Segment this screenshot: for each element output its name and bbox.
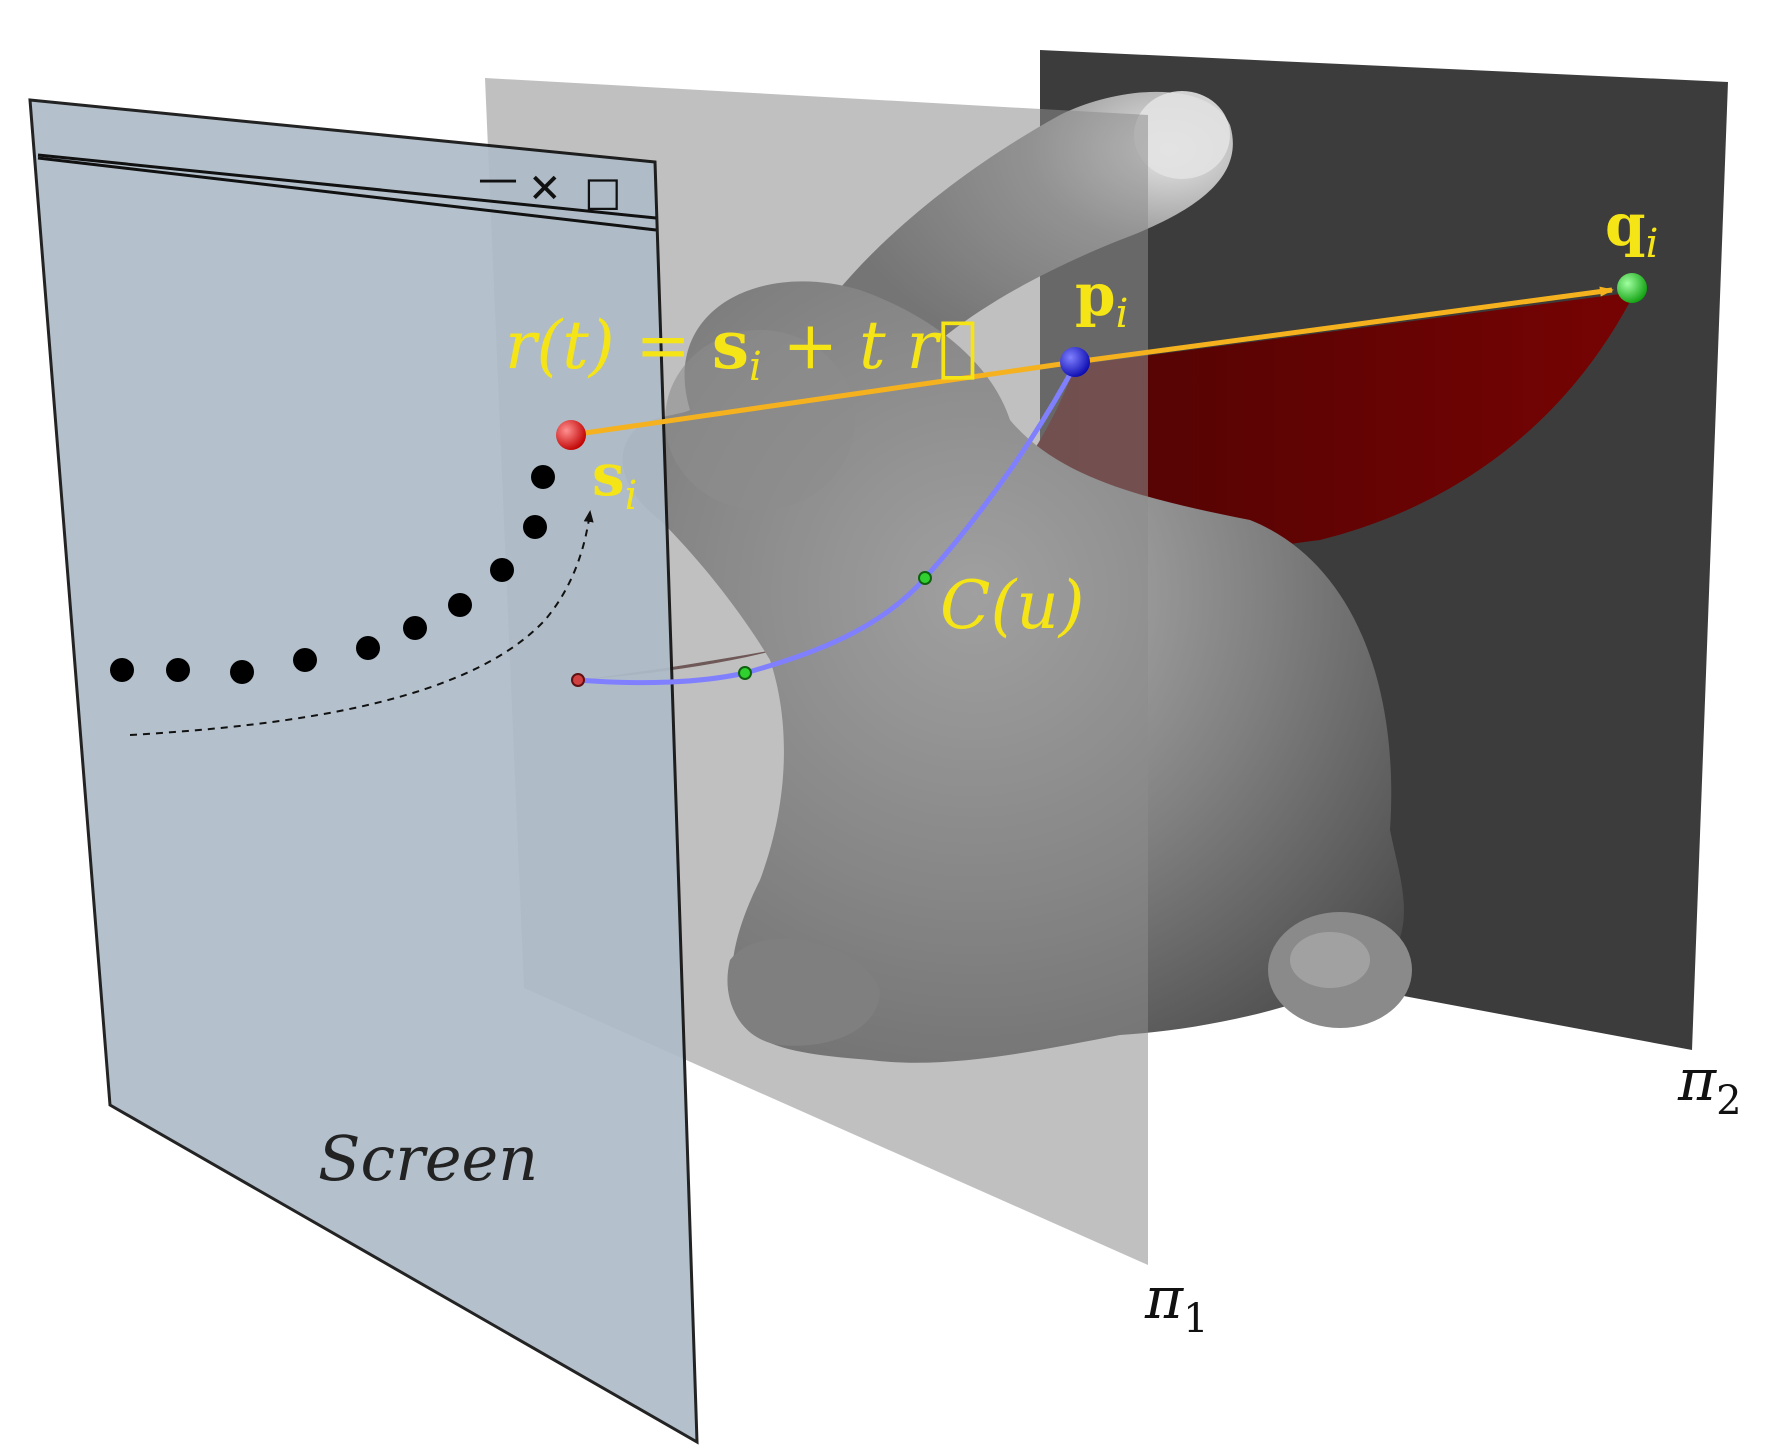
- point-s-i: [556, 420, 586, 450]
- trajectory-dot: [166, 658, 190, 682]
- screen-titlebar-line-bottom: [37, 156, 657, 232]
- ray-eq-lhs: r(t) =: [505, 307, 712, 384]
- label-curve: C(u): [940, 567, 1085, 644]
- ray-p-to-q: [1074, 286, 1614, 365]
- point-p-i: [1060, 347, 1090, 377]
- curve-c-u: [577, 363, 1078, 686]
- label-q-sub: i: [1646, 221, 1659, 267]
- ray-eq-s: s: [712, 306, 749, 384]
- label-pi1-sub: 1: [1183, 1296, 1208, 1342]
- trajectory-dot: [293, 648, 317, 672]
- curve-control-point: [738, 666, 752, 680]
- ray-eq-vector: r⃗: [907, 307, 978, 384]
- label-s-i: si: [592, 441, 637, 519]
- trajectory-dot: [523, 515, 547, 539]
- label-plane-pi2: π2: [1677, 1046, 1742, 1124]
- trajectory-dot: [356, 636, 380, 660]
- label-pi1-main: π: [1144, 1264, 1184, 1332]
- trajectory-dot: [531, 465, 555, 489]
- screen-label: Screen: [318, 1122, 538, 1195]
- trajectory-dot: [490, 558, 514, 582]
- label-q-i: qi: [1605, 191, 1658, 267]
- trajectory-dashed-arrow: [129, 510, 594, 736]
- label-pi2-sub: 2: [1716, 1078, 1741, 1124]
- label-p-i: pi: [1075, 261, 1128, 337]
- maximize-icon[interactable]: ☐: [584, 171, 622, 220]
- label-p-sub: i: [1116, 291, 1129, 337]
- cursor-trajectory: [110, 465, 594, 736]
- point-q-i: [1617, 273, 1647, 303]
- ray-s-to-p: [570, 359, 1076, 438]
- trajectory-dot: [230, 660, 254, 684]
- label-pi2-main: π: [1677, 1046, 1717, 1114]
- label-q-main: q: [1605, 191, 1646, 259]
- trajectory-dot: [403, 616, 427, 640]
- curve-control-point: [918, 571, 932, 585]
- label-p-main: p: [1075, 261, 1116, 329]
- trajectory-dot: [110, 658, 134, 682]
- curve-start-point: [571, 673, 585, 687]
- label-plane-pi1: π1: [1144, 1264, 1209, 1342]
- screen-panel: [28, 98, 699, 1445]
- trajectory-dot: [448, 593, 472, 617]
- ray-eq-sub-i: i: [749, 344, 762, 390]
- minimize-icon[interactable]: —: [478, 156, 518, 202]
- label-s-sub: i: [625, 473, 638, 519]
- screen-titlebar-line-top: [37, 153, 657, 220]
- screen-window: — ✕ ☐ Screen: [28, 98, 699, 1445]
- label-s-main: s: [592, 441, 625, 509]
- ray-equation: r(t) = si + t r⃗: [505, 306, 978, 390]
- ray-eq-rhs: + t: [762, 307, 907, 384]
- close-icon[interactable]: ✕: [528, 166, 562, 212]
